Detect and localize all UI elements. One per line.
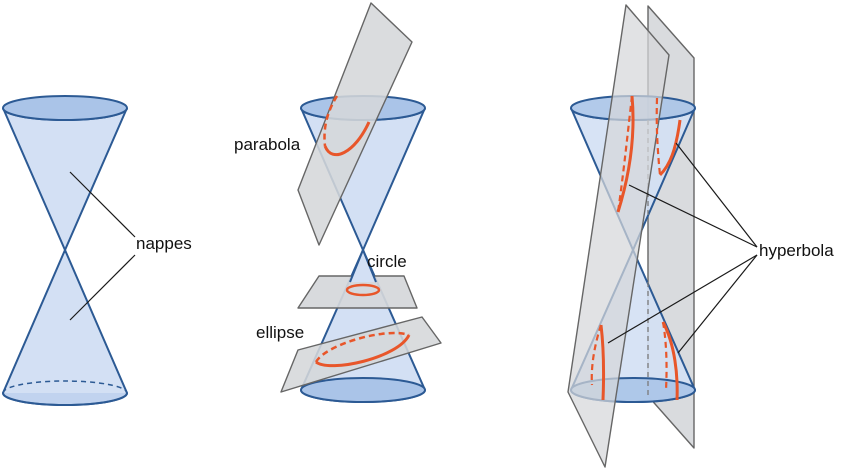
hyperbola-upper-front-branch — [616, 95, 635, 213]
ellipse-label: ellipse — [256, 323, 304, 342]
hyperbola-label: hyperbola — [759, 241, 834, 260]
upper-nappe-top — [2, 95, 128, 121]
parabola-label: parabola — [234, 135, 301, 154]
cone-with-cutting-planes: parabola circle ellipse — [234, 2, 442, 403]
nappes-leader-upper — [69, 171, 136, 238]
upper-nappe — [2, 107, 128, 253]
circle-curve — [345, 283, 381, 297]
ellipse-curve-front — [315, 334, 411, 368]
hyperbola-upper-front-hidden — [616, 95, 634, 213]
hyperbola-leader-3 — [607, 254, 758, 344]
lower-nappe-base-front — [2, 392, 128, 406]
circle-plane — [297, 275, 418, 309]
hyperbola-leader-4 — [677, 254, 758, 354]
cone-with-hyperbola-planes: hyperbola — [567, 4, 834, 468]
hyperbola-upper-back-hidden — [655, 97, 662, 176]
hyperbola-upper-back-branch — [658, 119, 682, 177]
hyperbola-plane-front — [567, 4, 670, 468]
hyperbola-leader-1 — [628, 184, 758, 248]
hyperbola-lower-front-branch — [599, 324, 606, 401]
ellipse-curve-hidden — [314, 331, 410, 363]
ellipse-plane — [280, 316, 442, 393]
circle-label: circle — [367, 252, 407, 271]
nappes-leader-lower — [69, 254, 136, 321]
nappes-label: nappes — [136, 234, 192, 253]
middle-lower-nappe-base — [299, 377, 427, 403]
hyperbola-leader-2 — [675, 142, 758, 248]
parabola-curve-hidden — [323, 95, 339, 147]
lower-nappe-base-hidden — [2, 380, 128, 394]
double-cone-nappes: nappes — [1, 95, 192, 406]
parabola-curve-front — [323, 121, 371, 157]
hyperbola-lower-front-hidden — [590, 324, 603, 386]
hyperbola-lower-back-hidden — [661, 321, 668, 391]
cone-through-circle — [349, 247, 377, 283]
hyperbola-lower-back-branch — [661, 321, 679, 401]
parabola-plane — [297, 2, 413, 246]
